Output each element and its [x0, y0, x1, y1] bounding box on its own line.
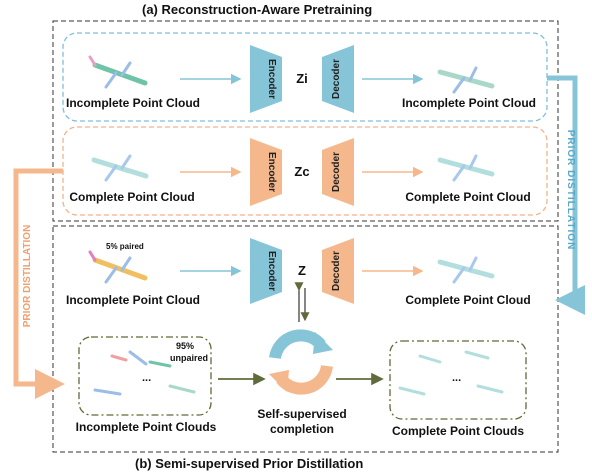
pretraining-frame	[52, 20, 559, 222]
row1-right-label: Incomplete Point Cloud	[402, 96, 536, 110]
small-airplanes-complete	[398, 350, 504, 396]
encoder-block-2	[250, 138, 282, 206]
center-label-line2: completion	[269, 422, 334, 436]
latent-zi: Zi	[296, 71, 308, 86]
latent-z: Z	[298, 263, 306, 278]
row3-left-label: Incomplete Point Cloud	[66, 293, 200, 307]
airplane-point-cloud-6	[437, 256, 495, 284]
unpaired-incomplete-box	[78, 336, 212, 416]
distillation-frame	[52, 225, 559, 453]
airplane-point-cloud-1	[88, 55, 148, 89]
airplane-point-cloud-5	[88, 250, 148, 284]
latent-zc: Zc	[294, 164, 309, 179]
decoder-label-3: Decoder	[331, 251, 342, 291]
center-label-line1: Self-supervised	[257, 407, 347, 421]
decoder-label-1: Decoder	[331, 59, 342, 99]
decoder-block-2	[322, 138, 354, 206]
airplane-point-cloud-4	[437, 154, 495, 182]
side-label-right: PRIOR DISTILLATION	[565, 130, 576, 251]
small-airplanes-incomplete	[93, 350, 196, 396]
row4-left-label: Incomplete Point Clouds	[75, 420, 217, 434]
encoder-block-1	[250, 45, 282, 113]
decoder-label-2: Decoder	[331, 152, 342, 192]
encoder-label-2: Encoder	[266, 152, 277, 192]
row2-left-label: Complete Point Cloud	[69, 190, 195, 204]
ellipsis-right: ...	[452, 372, 462, 384]
encoder-label-1: Encoder	[266, 59, 277, 99]
airplane-point-cloud-3	[91, 154, 149, 182]
title-bottom: (b) Semi-supervised Prior Distillation	[135, 456, 364, 471]
airplane-point-cloud-2	[437, 66, 495, 94]
row4-right-label: Complete Point Clouds	[392, 424, 524, 438]
title-top: (a) Reconstruction-Aware Pretraining	[142, 2, 373, 17]
decoder-block-3	[322, 238, 354, 304]
unpaired-complete-box	[389, 340, 527, 420]
ellipsis-left: ...	[142, 372, 152, 384]
row2-right-label: Complete Point Cloud	[405, 190, 531, 204]
paired-note: 5% paired	[106, 242, 144, 251]
side-label-left: PRIOR DISTILLATION	[22, 225, 33, 328]
encoder-label-3: Encoder	[266, 251, 277, 291]
decoder-block-1	[322, 45, 354, 113]
cycle-arrows-icon	[269, 329, 333, 395]
unpaired-word: unpaired	[170, 353, 209, 363]
row1-left-label: Incomplete Point Cloud	[66, 96, 200, 110]
row3-right-label: Complete Point Cloud	[405, 293, 531, 307]
encoder-block-3	[250, 238, 282, 304]
unpaired-pct: 95%	[176, 341, 195, 351]
